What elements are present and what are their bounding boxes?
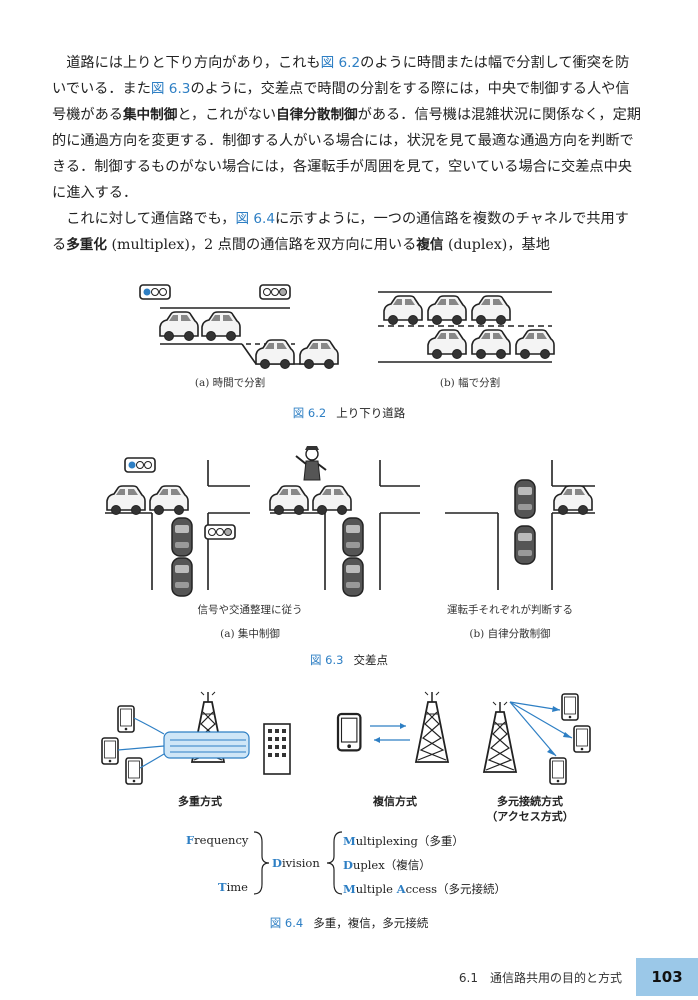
fig-6-2-sub-a: (a) 時間で分割 xyxy=(194,377,266,389)
car-icon xyxy=(149,485,189,516)
ref-fig-6-3[interactable]: 図 6.3 xyxy=(150,81,191,97)
paragraph-2: これに対して通信路でも，図 6.4に示すように，一つの通信路を複数のチャネルで共… xyxy=(52,211,629,253)
traffic-officer-icon xyxy=(295,446,327,481)
traffic-signal-icon xyxy=(124,457,156,473)
figure-6-3-graphic xyxy=(105,446,595,597)
paragraph-1: 道路には上りと下り方向があり，これも図 6.2のように時間または幅で分割して衝突… xyxy=(52,55,641,201)
car-icon xyxy=(553,485,593,516)
car-top-icon xyxy=(514,479,536,519)
phone-icon xyxy=(101,737,119,765)
cell-tower-icon xyxy=(483,701,517,773)
car-icon xyxy=(383,295,423,326)
ref-fig-6-2[interactable]: 図 6.2 xyxy=(320,55,361,71)
car-top-icon xyxy=(171,517,193,557)
car-icon xyxy=(471,295,511,326)
page-footer: 6.1 通信路共用の目的と方式 103 xyxy=(459,958,698,996)
car-icon xyxy=(312,485,352,516)
car-top-icon xyxy=(342,517,364,557)
page-number: 103 xyxy=(636,958,698,996)
car-icon xyxy=(269,485,309,516)
traffic-signal-icon xyxy=(259,284,291,300)
car-icon xyxy=(427,329,467,360)
figure-6-2-graphic xyxy=(139,284,555,370)
traffic-signal-icon xyxy=(139,284,171,300)
fig-6-3-note-a: 信号や交通整理に従う xyxy=(197,604,303,616)
car-icon xyxy=(255,339,295,370)
label-duplex: 複信方式 xyxy=(373,795,417,808)
phone-icon xyxy=(336,712,362,752)
phone-icon xyxy=(117,705,135,733)
ref-fig-6-4[interactable]: 図 6.4 xyxy=(235,211,275,227)
word-multiplexing: Multiplexing（多重） xyxy=(343,834,464,848)
car-top-icon xyxy=(342,557,364,597)
label-access-method: （アクセス方式） xyxy=(486,810,574,823)
car-icon xyxy=(106,485,146,516)
word-duplex: Duplex（複信） xyxy=(343,858,431,872)
traffic-signal-icon xyxy=(204,524,236,540)
label-multiplex: 多重方式 xyxy=(178,795,222,808)
fig-6-3-note-b: 運転手それぞれが判断する xyxy=(447,604,573,616)
phone-icon xyxy=(549,757,567,785)
label-multiple-access: 多元接続方式 xyxy=(497,795,563,808)
car-icon xyxy=(427,295,467,326)
phone-icon xyxy=(125,757,143,785)
fig-6-2-sub-b: (b) 幅で分割 xyxy=(439,377,501,389)
fig-6-3-sub-b: (b) 自律分散制御 xyxy=(469,628,551,640)
car-icon xyxy=(515,329,555,360)
car-icon xyxy=(159,311,199,342)
building-icon xyxy=(263,723,291,775)
word-frequency: Frequency xyxy=(186,833,249,847)
brace-graphic xyxy=(253,831,343,895)
car-top-icon xyxy=(171,557,193,597)
word-time: Time xyxy=(218,880,248,894)
car-top-icon xyxy=(514,525,536,565)
phone-icon xyxy=(573,725,591,753)
cell-tower-icon xyxy=(415,691,449,763)
footer-section-title: 6.1 通信路共用の目的と方式 xyxy=(458,970,622,985)
car-icon xyxy=(201,311,241,342)
word-division: Division xyxy=(272,856,320,870)
figure-6-4-graphic xyxy=(101,691,591,785)
fig-6-3-sub-a: (a) 集中制御 xyxy=(220,628,280,640)
word-multiple-access: Multiple Access（多元接続） xyxy=(343,882,507,896)
phone-icon xyxy=(561,693,579,721)
car-icon xyxy=(471,329,511,360)
car-icon xyxy=(299,339,339,370)
